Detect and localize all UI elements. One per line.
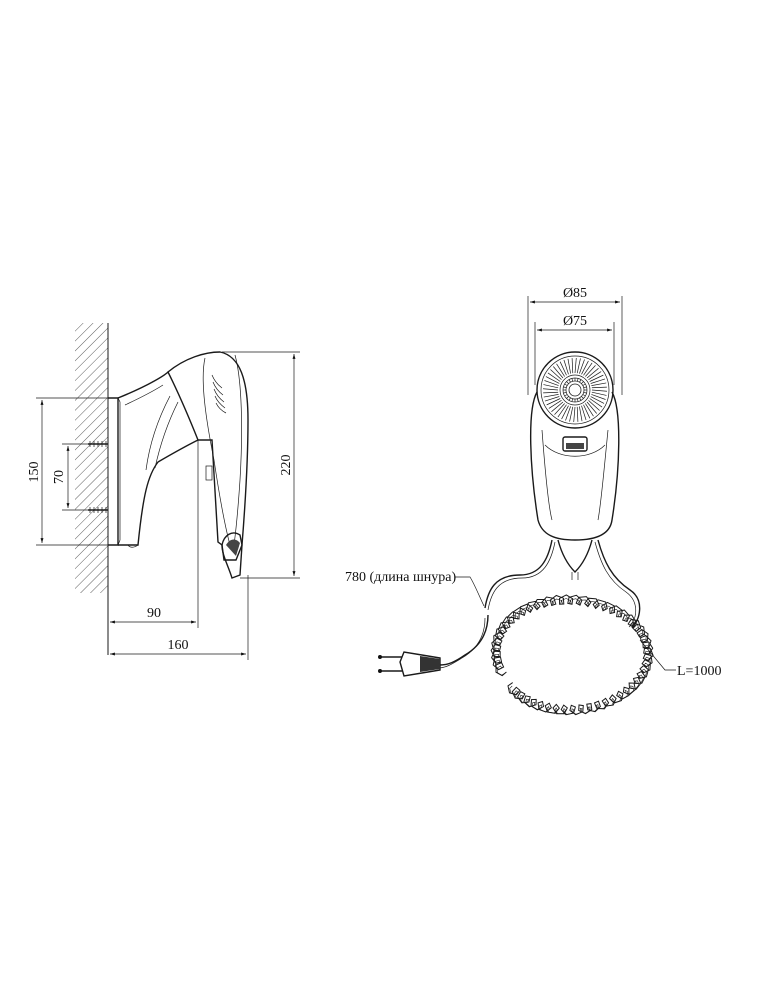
dryer-nozzle bbox=[221, 532, 243, 561]
dryer-vents bbox=[211, 374, 227, 414]
screw-bottom bbox=[88, 507, 108, 513]
dryer-grille bbox=[536, 351, 614, 429]
screw-top bbox=[88, 441, 108, 447]
label-cord-length: 780 (длина шнура) bbox=[345, 570, 456, 585]
holder-lip bbox=[127, 544, 139, 548]
wall-hatch bbox=[75, 323, 108, 593]
label-coil-length-leader: L=1000 bbox=[639, 639, 721, 679]
dim-inner-diameter: Ø75 bbox=[534, 314, 615, 385]
dim-depth-total-label: 160 bbox=[168, 638, 189, 653]
label-coil-length: L=1000 bbox=[677, 664, 721, 679]
holder-groove bbox=[145, 395, 179, 471]
dim-hole-spacing: 70 bbox=[52, 443, 88, 511]
label-cord-length-leader: 780 (длина шнура) bbox=[345, 570, 485, 607]
plug-cord bbox=[439, 614, 489, 666]
dim-depth-total: 160 bbox=[110, 575, 249, 660]
dryer-back-line bbox=[233, 354, 242, 546]
dryer-switch bbox=[205, 465, 213, 481]
mounting-plate bbox=[108, 397, 119, 546]
side-view: 150 70 220 90 160 bbox=[27, 323, 300, 660]
dryer-front-inner-line bbox=[541, 429, 609, 521]
holder-contour bbox=[124, 384, 164, 406]
dim-depth-body-label: 90 bbox=[147, 606, 161, 621]
dryer-front-body bbox=[529, 391, 620, 541]
coiled-cord bbox=[490, 594, 654, 716]
dim-outer-diameter-label: Ø85 bbox=[563, 286, 587, 301]
front-view: Ø85 Ø75 bbox=[345, 286, 721, 716]
dryer-inner-shell bbox=[202, 357, 231, 546]
cord-left bbox=[484, 539, 553, 609]
dim-mount-height-label: 150 bbox=[27, 462, 42, 483]
dim-height-total-label: 220 bbox=[279, 455, 294, 476]
dryer-front-shade bbox=[544, 444, 606, 457]
dim-mount-height: 150 bbox=[27, 397, 108, 546]
dryer-body bbox=[167, 351, 249, 579]
mounting-plate-edge bbox=[117, 397, 121, 546]
holder-body bbox=[117, 370, 199, 546]
dim-depth-body: 90 bbox=[110, 440, 199, 628]
dim-height-total: 220 bbox=[222, 351, 300, 579]
dryer-front-nozzle bbox=[557, 539, 593, 573]
dim-inner-diameter-label: Ø75 bbox=[563, 314, 587, 329]
dryer-front-switch bbox=[562, 436, 588, 452]
cord-right bbox=[597, 539, 641, 629]
nozzle-shade bbox=[226, 539, 240, 556]
dim-outer-diameter: Ø85 bbox=[527, 286, 623, 395]
dim-hole-spacing-label: 70 bbox=[52, 470, 67, 484]
power-plug bbox=[378, 651, 441, 677]
